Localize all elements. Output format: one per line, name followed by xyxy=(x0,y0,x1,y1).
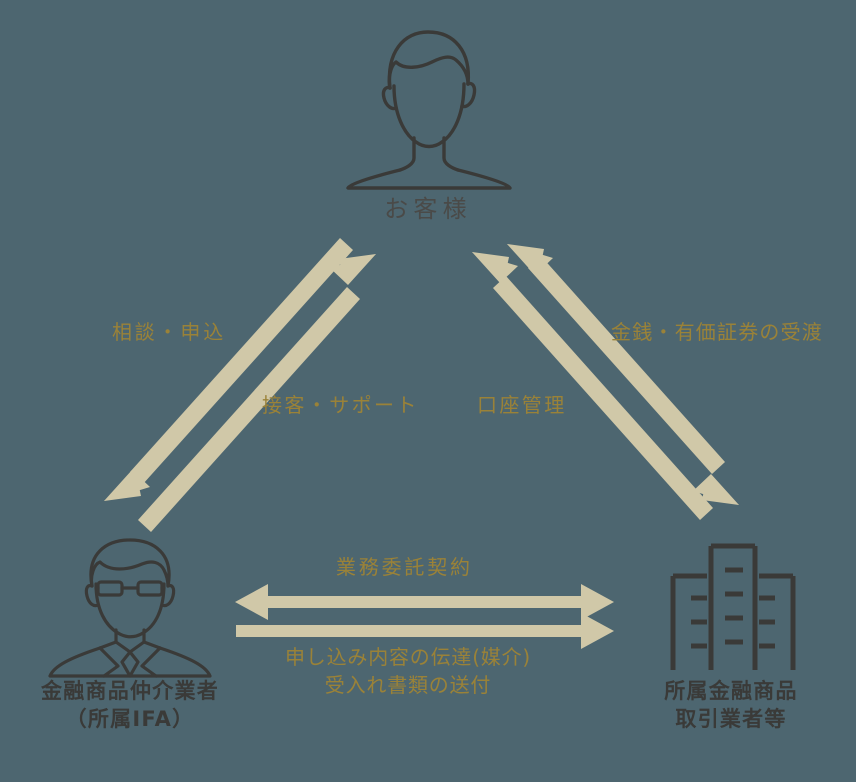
businessman-glasses-icon xyxy=(48,538,212,678)
arrow-ifa-to-customer xyxy=(138,254,376,532)
person-bust-icon xyxy=(346,30,512,190)
node-firm-label-line2: 取引業者等 xyxy=(675,706,787,731)
edge-label-account: 口座管理 xyxy=(477,393,567,417)
node-firm: 所属金融商品 取引業者等 xyxy=(620,538,842,733)
node-ifa: 金融商品仲介業者 （所属IFA） xyxy=(18,538,242,733)
arrow-customer-firm-bidirectional xyxy=(507,244,739,505)
arrow-ifa-firm-bidirectional xyxy=(235,584,614,620)
node-firm-label-line1: 所属金融商品 xyxy=(664,679,798,703)
node-customer-label: お客様 xyxy=(384,195,472,223)
edge-label-transmit-line1: 申し込み内容の伝達(媒介) xyxy=(285,645,532,669)
arrow-ifa-to-firm xyxy=(236,613,614,649)
office-buildings-icon xyxy=(670,543,796,670)
arrow-customer-to-ifa xyxy=(104,238,353,501)
edge-label-contract: 業務委託契約 xyxy=(336,555,473,579)
arrow-firm-to-customer xyxy=(472,252,713,520)
edge-label-transmit: 申し込み内容の伝達(媒介) 受入れ書類の送付 xyxy=(285,643,531,700)
edge-label-money: 金銭・有価証券の受渡 xyxy=(611,320,823,344)
edge-label-service: 接客・サポート xyxy=(262,393,419,417)
node-customer: お客様 xyxy=(328,22,528,226)
edge-label-transmit-line2: 受入れ書類の送付 xyxy=(324,673,492,698)
node-ifa-label-line1: 金融商品仲介業者 xyxy=(40,679,220,703)
edge-label-consult: 相談・申込 xyxy=(112,320,226,344)
node-ifa-label-line2: （所属IFA） xyxy=(65,706,195,731)
